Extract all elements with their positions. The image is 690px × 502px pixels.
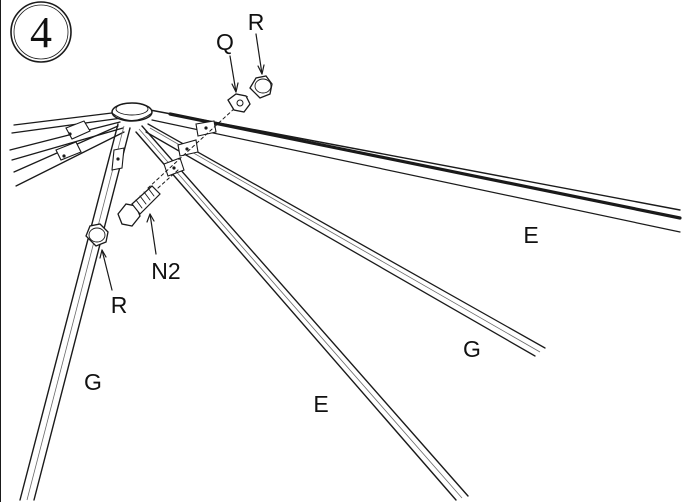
hub-cap-icon [111, 102, 153, 122]
rib-e-upper [149, 109, 682, 233]
label-e-bottom: E [313, 391, 328, 417]
rib-g-left [19, 123, 131, 501]
rib-e-lower [135, 125, 469, 501]
label-q-top: Q [216, 29, 234, 55]
left-ribs [9, 111, 125, 187]
label-r-left: R [111, 292, 128, 318]
pointer-arrows-top [229, 33, 265, 93]
step-circle [10, 1, 72, 63]
step-number-badge: 4 [10, 1, 72, 63]
pointer-arrows-lower [99, 213, 157, 291]
hex-nut-q-icon [227, 93, 251, 113]
rib-g-right [145, 123, 546, 357]
label-n2: N2 [151, 258, 180, 284]
step-circle-inner [13, 4, 69, 60]
step-number: 4 [30, 8, 52, 57]
label-g-left: G [84, 369, 102, 395]
acorn-nut-r-left-icon [85, 223, 109, 247]
label-r-top: R [248, 9, 265, 35]
label-g-right: G [463, 336, 481, 362]
bolt-n2-icon [117, 185, 161, 227]
acorn-nut-r-top-icon [249, 75, 273, 99]
label-e-right: E [523, 222, 538, 248]
